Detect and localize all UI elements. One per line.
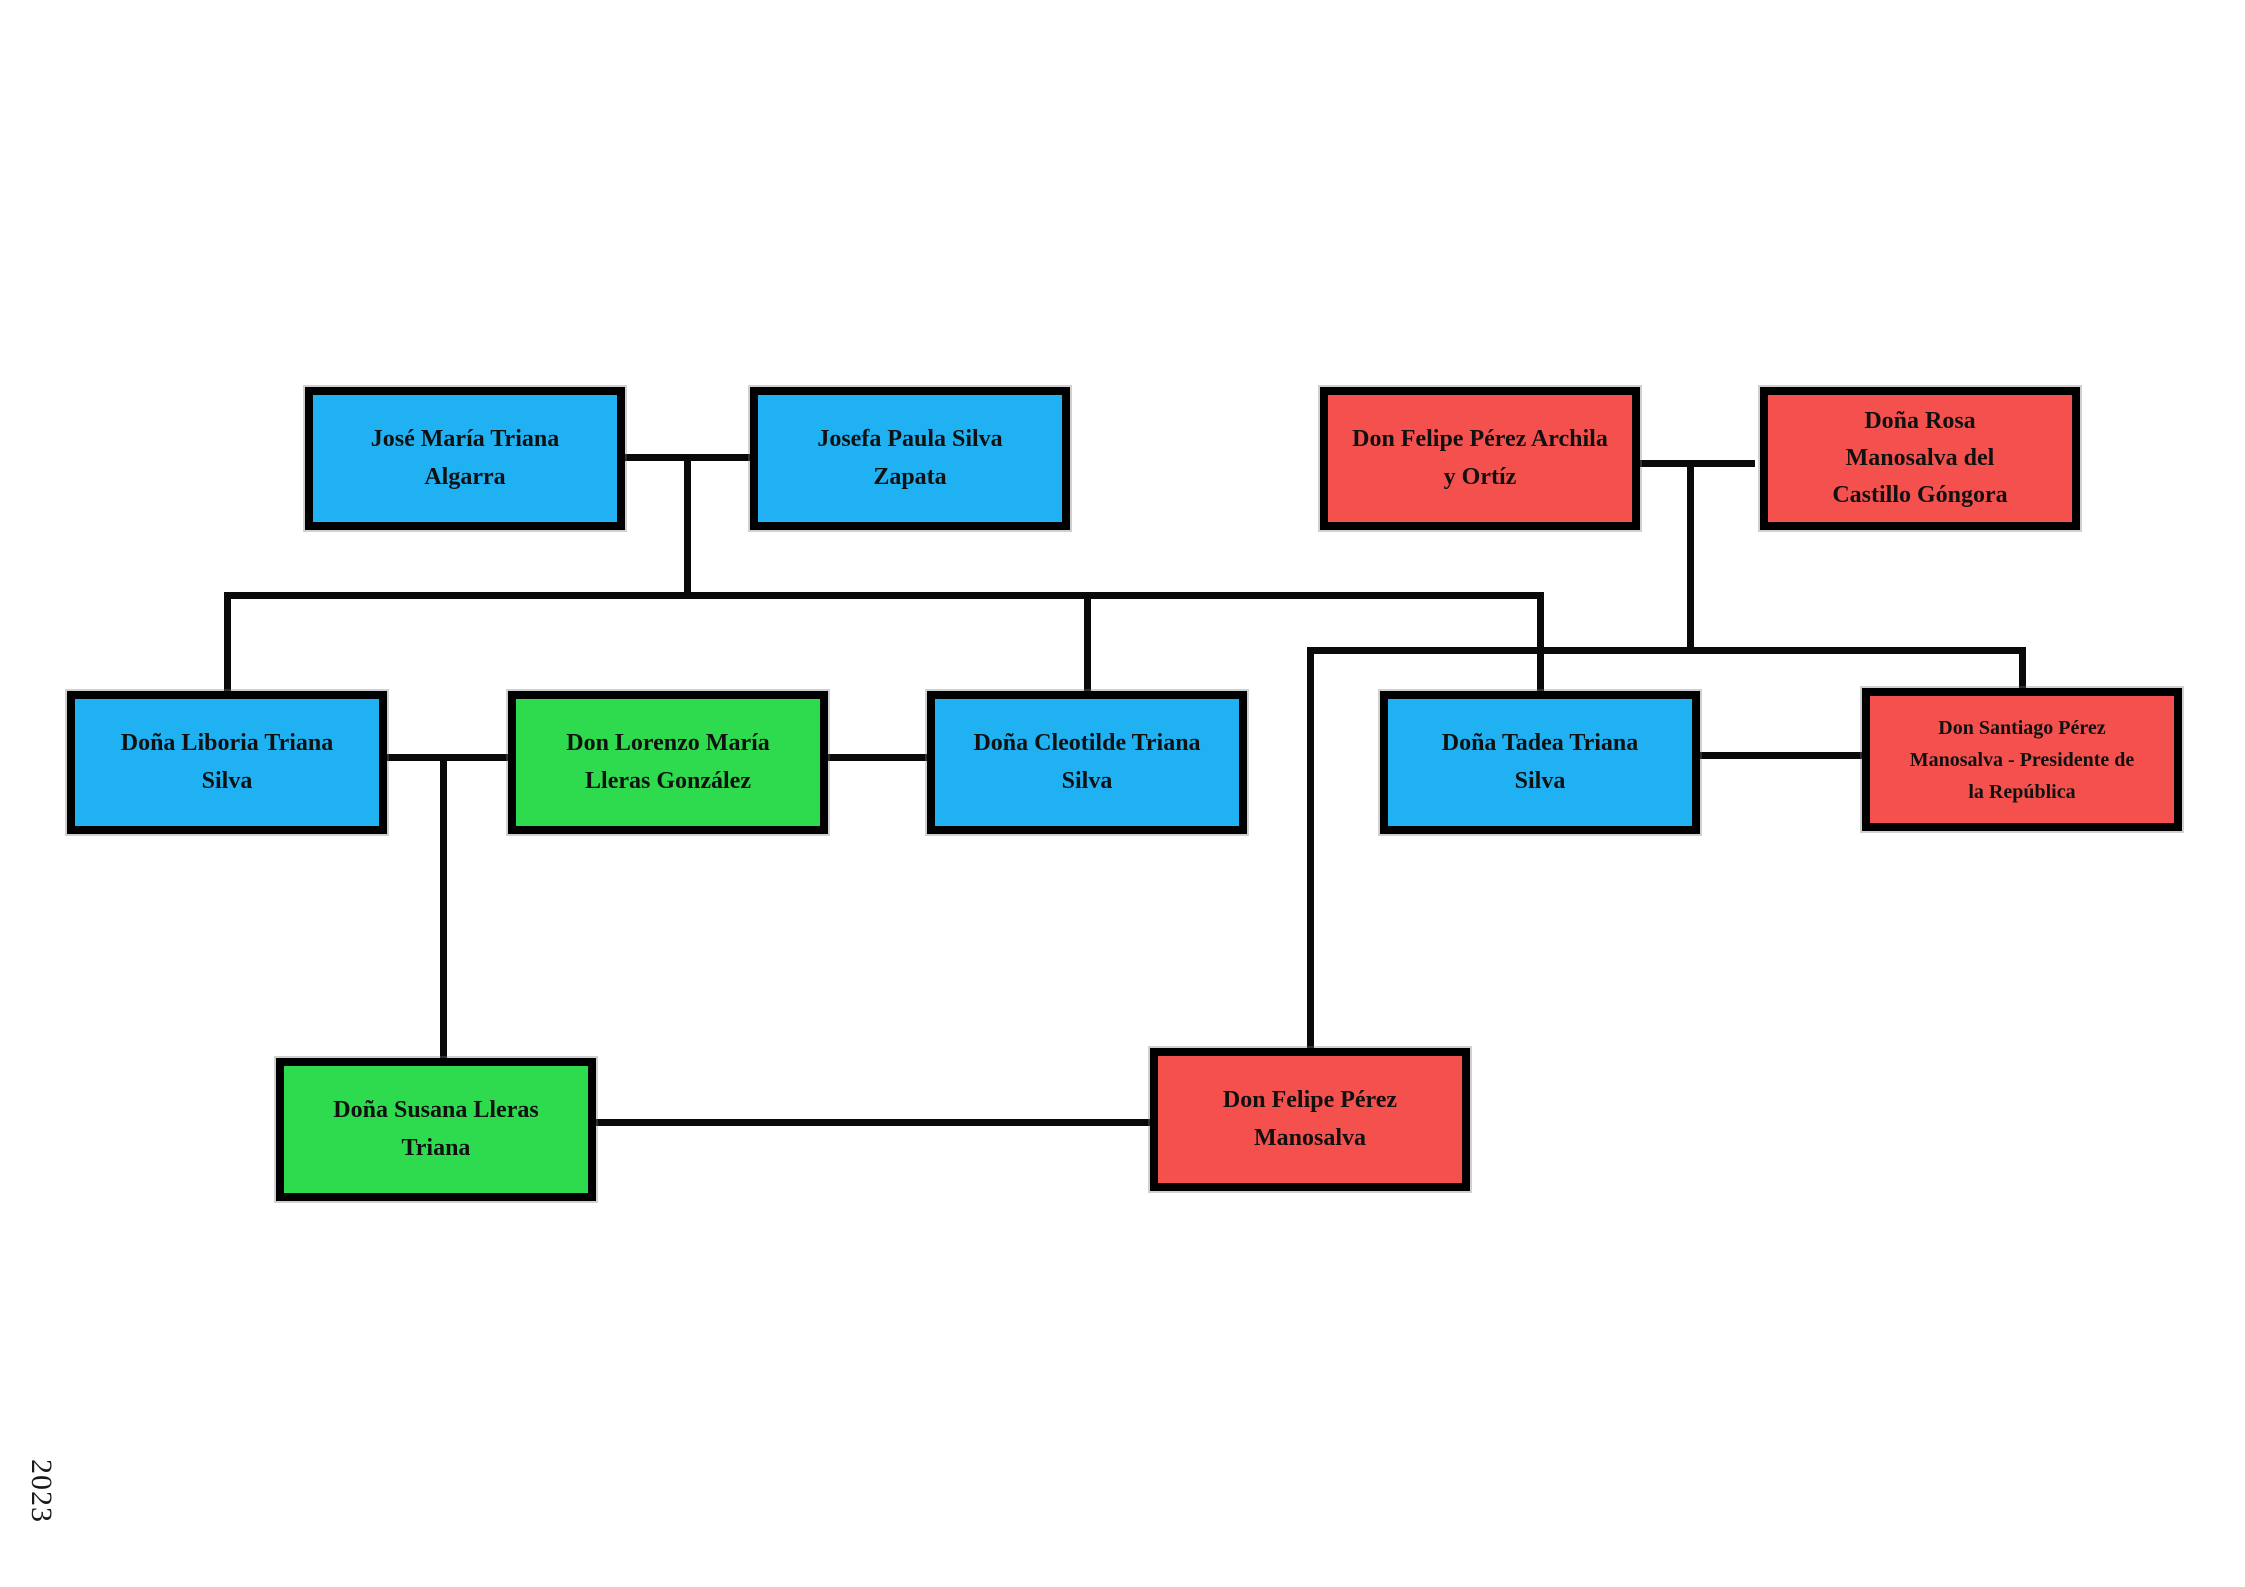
couple2-marriage-line bbox=[1640, 460, 1755, 467]
node-jose-maria-triana-algarra: José María Triana Algarra bbox=[305, 387, 625, 530]
susana-descent-line bbox=[440, 754, 447, 1061]
susana-felipe-marriage-line bbox=[596, 1119, 1150, 1126]
year-label: 2023 bbox=[25, 1459, 58, 1523]
node-lorenzo-maria-lleras-gonzalez: Don Lorenzo María Lleras González bbox=[508, 691, 828, 834]
node-tadea-triana-silva: Doña Tadea Triana Silva bbox=[1380, 691, 1700, 834]
liboria-lorenzo-marriage-line bbox=[387, 754, 508, 761]
node-santiago-perez-manosalva-presidente: Don Santiago Pérez Manosalva - President… bbox=[1862, 688, 2182, 831]
node-label: Josefa Paula Silva Zapata bbox=[817, 426, 1003, 490]
node-label: Doña Tadea Triana Silva bbox=[1441, 730, 1639, 794]
couple1-descent-line bbox=[684, 454, 691, 599]
node-label: Doña Liboria Triana Silva bbox=[120, 730, 334, 794]
node-label: Doña Cleotilde Triana Silva bbox=[973, 730, 1201, 794]
node-label: Don Santiago Pérez Manosalva - President… bbox=[1909, 716, 2135, 803]
node-josefa-paula-silva-zapata: Josefa Paula Silva Zapata bbox=[750, 387, 1070, 530]
node-label: Don Lorenzo María Lleras González bbox=[566, 730, 770, 794]
liboria-descent-line bbox=[224, 592, 231, 694]
tadea-descent-line bbox=[1537, 592, 1544, 694]
gen2-distributor-line bbox=[1307, 647, 2026, 654]
node-susana-lleras-triana: Doña Susana Lleras Triana bbox=[276, 1058, 596, 1201]
node-label: Don Felipe Pérez Manosalva bbox=[1222, 1087, 1398, 1151]
node-felipe-perez-manosalva: Don Felipe Pérez Manosalva bbox=[1150, 1048, 1470, 1191]
node-liboria-triana-silva: Doña Liboria Triana Silva bbox=[67, 691, 387, 834]
node-label: José María Triana Algarra bbox=[370, 426, 560, 490]
tadea-santiago-marriage-line bbox=[1700, 752, 1862, 759]
cleotilde-descent-line bbox=[1084, 592, 1091, 694]
node-rosa-manosalva-del-castillo-gongora: Doña Rosa Manosalva del Castillo Góngora bbox=[1760, 387, 2080, 530]
node-cleotilde-triana-silva: Doña Cleotilde Triana Silva bbox=[927, 691, 1247, 834]
santiago-descent-line bbox=[2019, 647, 2026, 694]
node-label: Doña Susana Lleras Triana bbox=[333, 1097, 539, 1161]
couple2-descent-line bbox=[1687, 460, 1694, 654]
felipe-manosalva-descent-line bbox=[1307, 647, 1314, 1051]
node-label: Doña Rosa Manosalva del Castillo Góngora bbox=[1832, 407, 2008, 509]
node-label: Don Felipe Pérez Archila y Ortíz bbox=[1352, 426, 1608, 490]
lorenzo-cleotilde-marriage-line bbox=[828, 754, 927, 761]
gen1-distributor-line bbox=[224, 592, 1544, 599]
node-felipe-perez-archila-y-ortiz: Don Felipe Pérez Archila y Ortíz bbox=[1320, 387, 1640, 530]
